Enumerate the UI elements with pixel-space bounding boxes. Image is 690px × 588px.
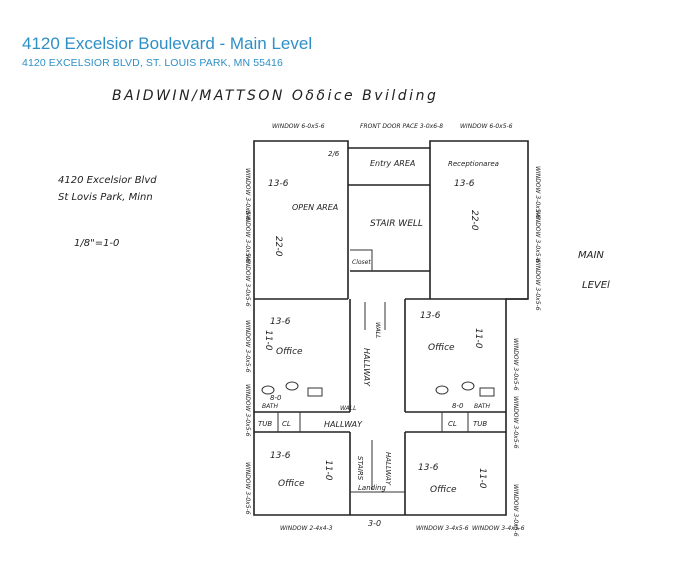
bath-fixtures-left	[261, 381, 323, 397]
room-cl-left: CL	[282, 420, 291, 428]
window-right-3: WINDOW 3-0x5-6	[534, 258, 541, 311]
window-left-3: WINDOW 3-0x5-6	[244, 254, 251, 307]
dim-bot-left-depth: 11-0	[323, 460, 333, 481]
building-name: BAIDWIN/MATTSON Oδδice Bvilding	[112, 88, 438, 104]
wall-label-vertical: WALL	[374, 322, 381, 338]
dim-mid-right-depth: 11-0	[473, 328, 483, 349]
room-tub-left: TUB	[258, 420, 272, 428]
room-hallway-lower: HALLWAY	[384, 452, 392, 486]
room-reception: Receptionarea	[448, 160, 499, 168]
room-bath-left: BATH	[262, 403, 278, 410]
room-office-bot-left: Office	[278, 479, 305, 489]
room-open-area: OPEN AREA	[292, 203, 338, 212]
window-left-4: WINDOW 3-0x5-6	[244, 320, 251, 373]
address-line-2: St Lovis Park, Minn	[58, 192, 153, 203]
window-left-1: WINDOW 3-0x5-6	[244, 168, 251, 221]
dim-reception-depth: 22-0	[469, 210, 479, 231]
room-office-bot-right: Office	[430, 485, 457, 495]
window-bottom-left: WINDOW 2-4x4-3	[280, 525, 333, 532]
exterior-walls	[253, 140, 529, 516]
window-front-door: FRONT DOOR PACE 3-0x6-8	[360, 123, 443, 130]
room-landing: Landing	[358, 484, 386, 492]
room-closet: Closet	[352, 259, 371, 266]
interior-walls	[254, 148, 528, 515]
dim-door-2-6: 2/6	[328, 150, 340, 158]
window-right-5: WINDOW 3-0x5-6	[512, 396, 519, 449]
dim-mid-left-width: 13-6	[270, 317, 291, 327]
room-bath-right: BATH	[474, 403, 490, 410]
room-entry-area: Entry AREA	[370, 159, 415, 168]
wall-label: WALL	[340, 405, 356, 412]
level-label-main: MAIN	[578, 250, 604, 261]
window-right-6: WINDOW 3-0x5-6	[512, 484, 519, 537]
dim-bath-left: 8-0	[270, 394, 282, 402]
window-right-1: WINDOW 3-0x5-6	[534, 166, 541, 219]
room-office-mid-right: Office	[428, 343, 455, 353]
dim-mid-right-width: 13-6	[420, 311, 441, 321]
room-stairs: STAIRS	[356, 456, 364, 481]
page-subtitle: 4120 EXCELSIOR BLVD, ST. LOUIS PARK, MN …	[22, 57, 283, 69]
dim-reception-width: 13-6	[454, 179, 475, 189]
dim-bot-left-width: 13-6	[270, 451, 291, 461]
dim-open-depth: 22-0	[273, 236, 283, 257]
dim-mid-left-depth: 11-0	[263, 330, 273, 351]
window-top-right: WINDOW 6-0x5-6	[460, 123, 513, 130]
window-left-5: WINDOW 3-0x5-6	[244, 384, 251, 437]
dim-bot-right-depth: 11-0	[477, 468, 487, 489]
window-right-4: WINDOW 3-0x5-6	[512, 338, 519, 391]
level-label-level: LEVEl	[582, 280, 610, 291]
dim-open-width: 13-6	[268, 179, 289, 189]
window-left-2: WINDOW 3-0x5-6	[244, 210, 251, 263]
dim-bath-right: 8-0	[452, 402, 464, 410]
window-left-6: WINDOW 3-0x5-6	[244, 462, 251, 515]
dim-bot-right-width: 13-6	[418, 463, 439, 473]
room-stair-well: STAIR WELL	[370, 219, 423, 229]
window-right-2: WINDOW 3-0x5-6	[534, 210, 541, 263]
bath-fixtures-right	[435, 381, 495, 397]
room-hallway-horizontal: HALLWAY	[324, 420, 363, 429]
room-cl-right: CL	[448, 420, 457, 428]
window-bottom-mid: WINDOW 3-4x5-6	[416, 525, 469, 532]
page-title: 4120 Excelsior Boulevard - Main Level	[22, 34, 313, 53]
address-line-1: 4120 Excelsior Blvd	[58, 175, 157, 186]
scale-note: 1/8"=1-0	[74, 238, 119, 249]
window-top-left: WINDOW 6-0x5-6	[272, 123, 325, 130]
room-hallway-vertical: HALLWAY	[362, 348, 371, 387]
room-tub-right: TUB	[473, 420, 487, 428]
room-office-mid-left: Office	[276, 347, 303, 357]
window-bottom-right: WINDOW 3-4x5-6	[472, 525, 525, 532]
dim-landing: 3-0	[368, 519, 381, 528]
